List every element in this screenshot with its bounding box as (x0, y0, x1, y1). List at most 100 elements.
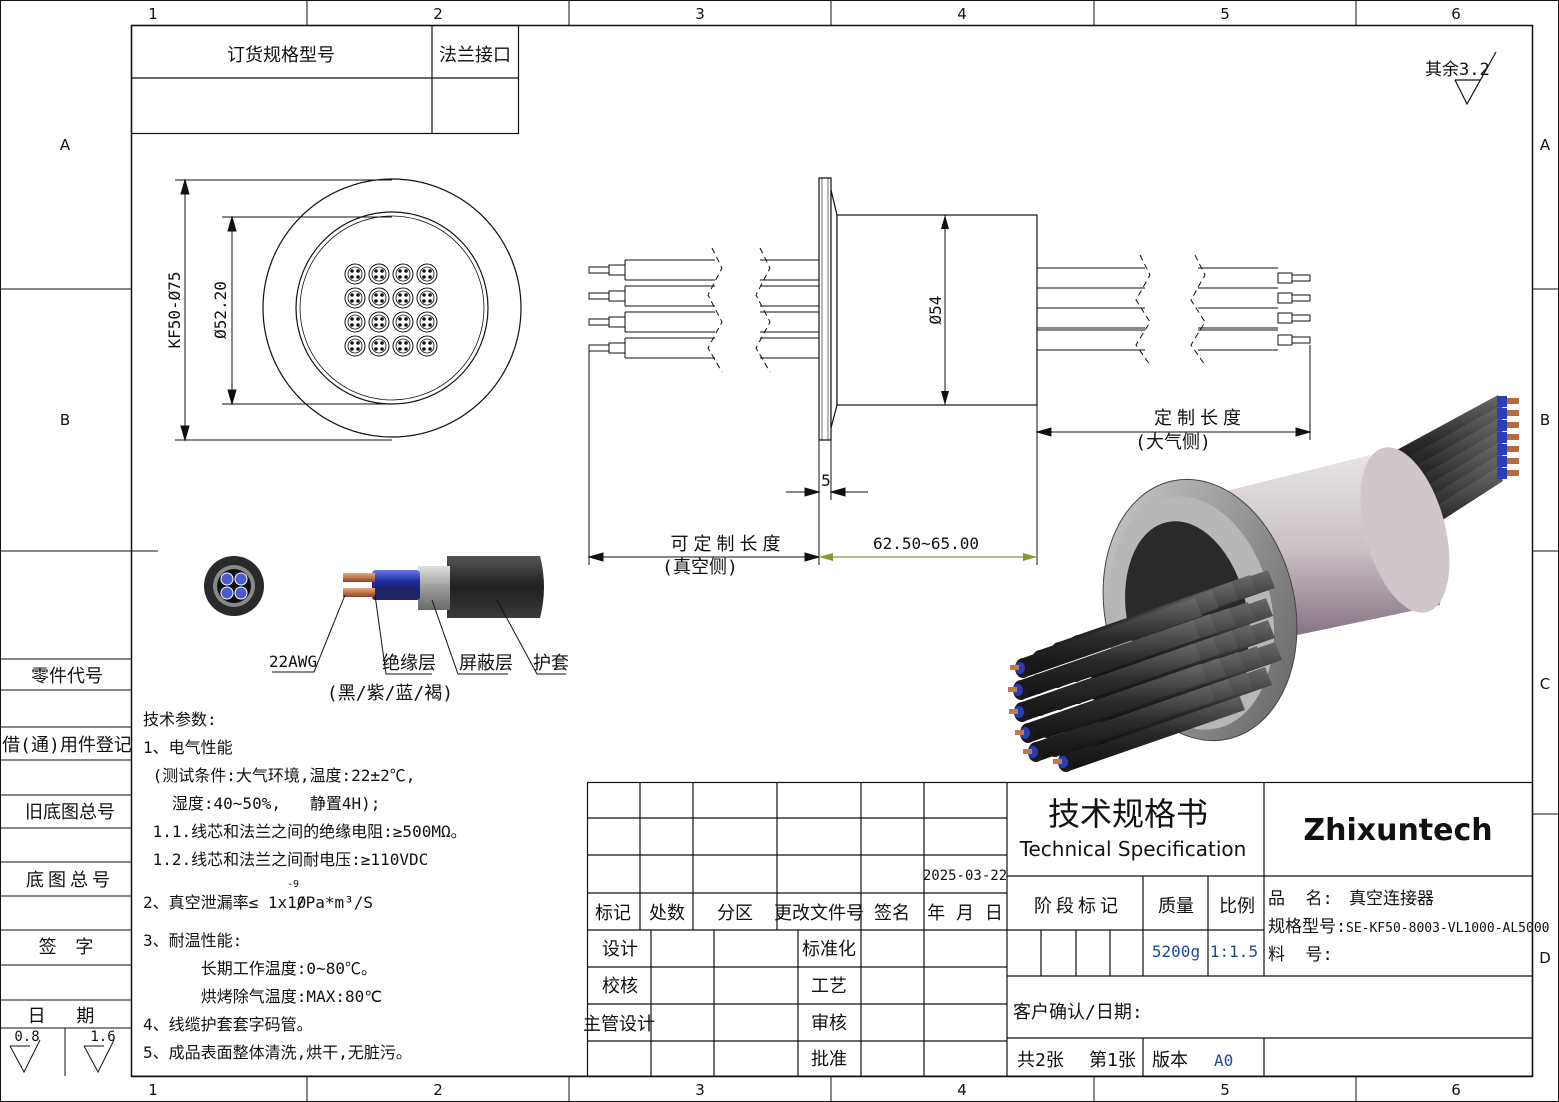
pin-contact (368, 311, 390, 333)
dim-inner-diameter: Ø52.20 (211, 281, 230, 339)
vacuum-cable-3d (1009, 642, 1201, 722)
side-dimensions (587, 345, 1312, 565)
zone-col-2: 2 (433, 5, 443, 23)
drawing-no-label: 底图总号 (26, 870, 114, 891)
zone-row-c-right: C (1540, 675, 1550, 693)
tech-note-line-2: (测试条件:大气环境,温度:22±2℃, (143, 766, 415, 785)
vacuum-wire (588, 285, 819, 307)
material-label: 料 号: (1268, 945, 1333, 965)
pin-grid (344, 263, 438, 357)
air-length-label: 定制长度 (1154, 408, 1246, 429)
role-design: 设计 (602, 939, 638, 960)
tech-note-line-6: 2、真空泄漏率≤ 1x10 (143, 893, 306, 912)
rev-header-count: 处数 (649, 903, 685, 924)
pin-contact (416, 311, 438, 333)
borrow-register-label: 借(通)用件登记 (2, 735, 132, 756)
zone-col-6: 6 (1451, 5, 1461, 23)
version-label: 版本 (1152, 1050, 1188, 1071)
mass-label: 质量 (1158, 896, 1194, 917)
jacket-label: 护套 (533, 653, 569, 674)
role-approve: 批准 (811, 1049, 847, 1070)
vacuum-wire (588, 259, 819, 281)
mass-value: 5200g (1152, 942, 1200, 961)
roughness-left: 0.8 (14, 1029, 39, 1045)
date-label: 日 期 (28, 1006, 105, 1027)
zone-col-1: 1 (148, 5, 158, 23)
tech-note-line-7: 3、耐温性能: (143, 931, 242, 950)
pin-contact (344, 263, 366, 285)
zone-row-b: B (60, 411, 70, 429)
cable-side-view (272, 556, 566, 675)
version-value: A0 (1214, 1051, 1233, 1070)
rev-header-docno: 更改文件号 (774, 903, 864, 924)
tech-note-line-11: 5、成品表面整体清洗,烘干,无脏污。 (143, 1043, 412, 1062)
side-view (588, 177, 1311, 441)
name-label: 品 名: (1268, 889, 1333, 909)
insulation-colors-label: (黑/紫/蓝/褐) (327, 683, 453, 704)
model-label: 规格型号: (1268, 917, 1346, 937)
scale-value: 1:1.5 (1210, 942, 1258, 961)
role-chief-design: 主管设计 (583, 1014, 655, 1035)
zone-col-3: 3 (695, 5, 705, 23)
connector-3d-render (1008, 395, 1519, 772)
tech-note-line-10: 4、线缆护套套字码管。 (143, 1015, 313, 1034)
zone-row-a: A (60, 136, 71, 154)
sheet-number: 第1张 (1089, 1050, 1136, 1071)
title-en: Technical Specification (1019, 837, 1247, 861)
air-wire (1037, 329, 1311, 351)
zone-row-a-right: A (1540, 136, 1551, 154)
left-column: 零件代号 借(通)用件登记 旧底图总号 底图总号 签 字 日 期 0.8 1.6 (0, 658, 132, 1076)
role-review: 审核 (811, 1013, 847, 1034)
dim-flange-thickness: 5 (821, 471, 831, 490)
tech-note-line-3: 湿度:40~50%, 静置4H); (143, 794, 380, 813)
part-code-label: 零件代号 (31, 666, 103, 687)
tech-note-line-5: 1.2.线芯和法兰之间耐电压:≥110VDC (143, 850, 428, 869)
rev-header-sign: 签名 (874, 903, 910, 924)
pin-contact (392, 311, 414, 333)
name-value: 真空连接器 (1349, 889, 1434, 909)
zone-col-3-bottom: 3 (695, 1081, 705, 1099)
order-spec-header: 订货规格型号 (227, 45, 335, 66)
tech-note-line-9: 烘烤除气温度:MAX:80℃ (143, 987, 382, 1006)
zone-row-b-right: B (1540, 411, 1550, 429)
length-dim-green (819, 553, 1037, 561)
roughness-text: 其余3.2 (1425, 60, 1490, 80)
old-drawing-no-label: 旧底图总号 (25, 802, 115, 823)
company-logo-text: Zhixuntech (1303, 813, 1492, 848)
rev-header-date: 年 月 日 (927, 903, 1003, 924)
zone-col-2-bottom: 2 (433, 1081, 443, 1099)
flange-interface-header: 法兰接口 (439, 45, 511, 66)
pin-contact (344, 311, 366, 333)
vacuum-cable-3d (1010, 598, 1202, 678)
insulation-label: 绝缘层 (382, 653, 436, 674)
pin-contact (416, 287, 438, 309)
roughness-right: 1.6 (90, 1029, 115, 1045)
order-table: 订货规格型号 法兰接口 (130, 24, 520, 135)
rev-header-zone: 分区 (717, 903, 753, 924)
zone-row-d-right: D (1539, 949, 1551, 967)
leak-exponent: -9 (287, 879, 299, 890)
dim-outer-diameter: KF50-Ø75 (165, 271, 184, 348)
air-wire (1037, 307, 1311, 329)
conductor-label: 22AWG (269, 652, 317, 671)
leak-unit: /Pa*m³/S (296, 893, 373, 912)
zone-col-5-bottom: 5 (1220, 1081, 1230, 1099)
pin-contact (416, 263, 438, 285)
zone-col-4: 4 (957, 5, 967, 23)
pin-contact (368, 287, 390, 309)
vacuum-cable-3d (1008, 620, 1200, 700)
role-standardize: 标准化 (802, 939, 856, 960)
pin-contact (344, 335, 366, 357)
tech-note-line-1: 1、电气性能 (143, 738, 233, 757)
technical-notes: 技术参数: 1、电气性能 (测试条件:大气环境,温度:22±2℃, 湿度:40~… (143, 710, 467, 1062)
air-side-label: (大气侧) (1135, 432, 1211, 453)
shield-label: 屏蔽层 (459, 653, 513, 674)
vacuum-side-label: (真空侧) (662, 557, 738, 578)
vacuum-cable-3d (1053, 692, 1245, 772)
stage-label: 阶段标记 (1034, 896, 1122, 917)
rev-header-mark: 标记 (595, 903, 631, 924)
zone-labels: 1 2 3 4 5 6 1 2 3 4 5 6 A B A B C D (60, 5, 1551, 1099)
zone-col-4-bottom: 4 (957, 1081, 967, 1099)
sheets-total: 共2张 (1017, 1050, 1064, 1071)
cable-cross-section (204, 556, 264, 616)
